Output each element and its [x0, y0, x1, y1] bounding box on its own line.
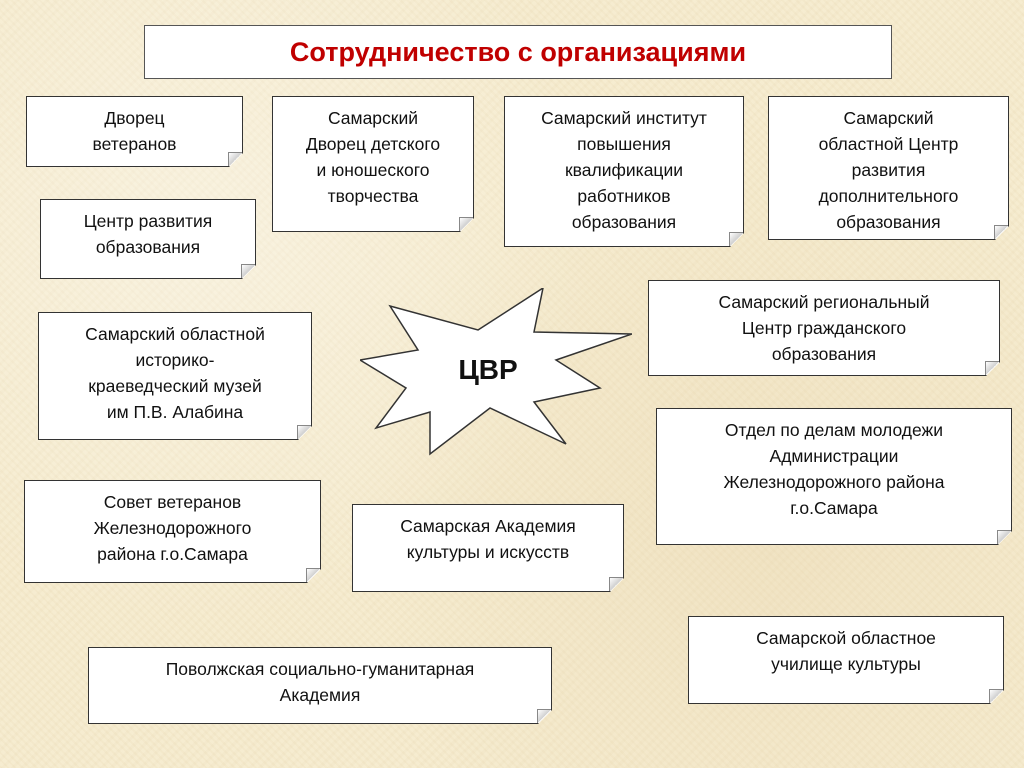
org-label: Самарский областной историко- краеведчес… — [85, 324, 265, 422]
org-label: Самарская Академия культуры и искусств — [400, 516, 576, 562]
org-samara-youth-palace: Самарский Дворец детского и юношеского т… — [272, 96, 474, 232]
org-volga-academy: Поволжская социально-гуманитарная Академ… — [88, 647, 552, 724]
org-regional-center-additional: Самарский областной Центр развития допол… — [768, 96, 1009, 240]
page-title: Сотрудничество с организациями — [289, 36, 747, 67]
org-label: Отдел по делам молодежи Администрации Же… — [723, 420, 945, 518]
org-youth-department: Отдел по делам молодежи Администрации Же… — [656, 408, 1012, 545]
org-academy-culture-arts: Самарская Академия культуры и искусств — [352, 504, 624, 592]
org-alabin-museum: Самарский областной историко- краеведчес… — [38, 312, 312, 440]
title-box: Сотрудничество с организациями — [144, 25, 892, 79]
org-veterans-council: Совет ветеранов Железнодорожного района … — [24, 480, 321, 583]
org-label: Центр развития образования — [83, 211, 213, 257]
burst-shape — [360, 288, 632, 456]
org-label: Самарский областной Центр развития допол… — [818, 108, 959, 232]
org-label: Поволжская социально-гуманитарная Академ… — [165, 659, 475, 705]
center-label: ЦВР — [458, 354, 517, 385]
org-dvorets-veteranov: Дворец ветеранов — [26, 96, 243, 167]
org-culture-college: Самарской областное училище культуры — [688, 616, 1004, 704]
org-samara-institute: Самарский институт повышения квалификаци… — [504, 96, 744, 247]
org-label: Дворец ветеранов — [92, 108, 177, 154]
org-label: Совет ветеранов Железнодорожного района … — [93, 492, 252, 564]
org-label: Самарский институт повышения квалификаци… — [541, 108, 707, 232]
org-label: Самарской областное училище культуры — [756, 628, 936, 674]
center-burst: ЦВР — [360, 288, 632, 456]
org-label: Самарский региональный Центр гражданског… — [718, 292, 930, 364]
org-education-center: Центр развития образования — [40, 199, 256, 279]
org-label: Самарский Дворец детского и юношеского т… — [305, 108, 441, 206]
org-civic-education-center: Самарский региональный Центр гражданског… — [648, 280, 1000, 376]
